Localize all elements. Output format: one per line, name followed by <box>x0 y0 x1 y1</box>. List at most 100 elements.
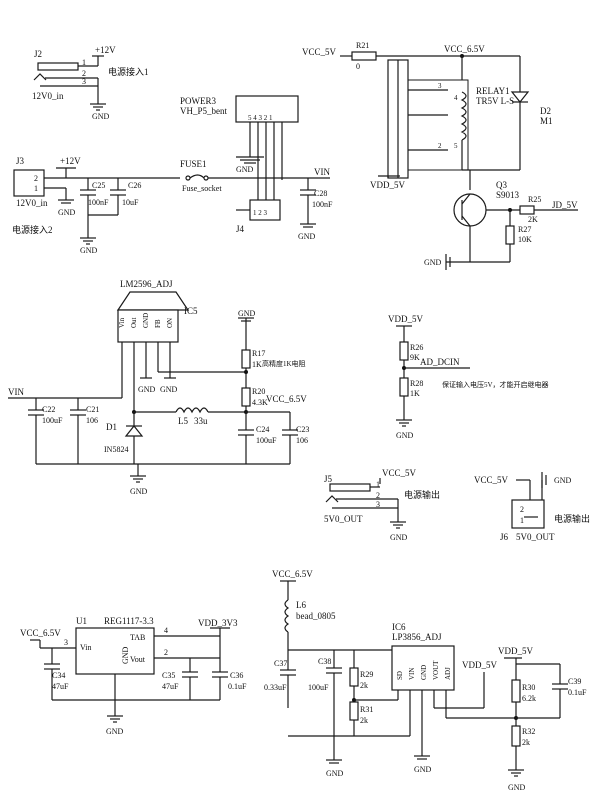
j2-gnd: GND <box>92 112 110 121</box>
r17-note: 高精度1K电阻 <box>262 359 306 368</box>
j2-net-in: 12V0_in <box>32 91 64 101</box>
j4-ref: J4 <box>236 224 245 234</box>
c39-val: 0.1uF <box>568 688 587 697</box>
c24-val: 100uF <box>256 436 277 445</box>
ic6-gnd-mid: GND <box>414 765 432 774</box>
relay-section: VCC_5V R21 0 VCC_6.5V 3 4 2 5 RELAY1 TR5… <box>302 41 578 270</box>
u1-ref: U1 <box>76 616 87 626</box>
j6-vcc: VCC_5V <box>474 475 509 485</box>
l5-ref: L5 <box>178 416 188 426</box>
ic5-pin-gnd: GND <box>142 313 150 328</box>
relay-pin2: 2 <box>438 142 442 150</box>
power3-pins: 5 4 3 2 1 <box>248 114 273 122</box>
relay-jd: JD_5V <box>552 200 578 210</box>
power3-ref: POWER3 <box>180 96 217 106</box>
relay-gnd: GND <box>424 258 442 267</box>
c21-val: 106 <box>86 416 98 425</box>
u1-pin-vin: Vin <box>80 643 92 652</box>
j3-net-12v: +12V <box>60 156 81 166</box>
j2-ref: J2 <box>34 49 42 59</box>
power3-connector: POWER3 VH_P5_bent 5 4 3 2 1 GND <box>180 95 299 200</box>
c37-ref: C37 <box>274 659 287 668</box>
u1-vcc: VCC_6.5V <box>20 628 61 638</box>
c23-ref: C23 <box>296 425 309 434</box>
r26-val: 9K <box>410 353 420 362</box>
ic6-pin-vout: VOUT <box>432 660 440 680</box>
j6-note: 电源输出 <box>554 513 590 524</box>
fuse-net-vin: VIN <box>314 167 330 177</box>
c28-ref: C28 <box>314 189 327 198</box>
r29-ref: R29 <box>360 670 373 679</box>
ic6-ref: IC6 <box>392 622 406 632</box>
fuse-ref: FUSE1 <box>180 159 207 169</box>
c23-val: 106 <box>296 436 308 445</box>
r27-val: 10K <box>518 235 532 244</box>
j5-pin3: 3 <box>376 500 380 509</box>
u1-vdd33: VDD_3V3 <box>198 618 238 628</box>
u1-pin-vout: Vout <box>130 655 146 664</box>
c24-ref: C24 <box>256 425 269 434</box>
j2-net-12v: +12V <box>95 45 116 55</box>
d2-ref: D2 <box>540 106 551 116</box>
c34-ref: C34 <box>52 671 65 680</box>
r17-val: 1K <box>252 360 262 369</box>
j6-connector: VCC_5V GND 2 1 电源输出 J6 5V0_OUT <box>474 472 590 542</box>
relay-pin3: 3 <box>438 82 442 90</box>
ic6-vdd-out: VDD_5V <box>498 646 533 656</box>
relay-vcc5: VCC_5V <box>302 47 337 57</box>
fuse-part: Fuse_socket <box>182 184 222 193</box>
j6-gnd: GND <box>554 476 572 485</box>
u1-p2: 2 <box>164 648 168 657</box>
r17-gnd: GND <box>238 309 256 318</box>
r31-ref: R31 <box>360 705 373 714</box>
ic5-lm2596: LM2596_ADJ Vin Out GND FB ON IC5 GND GND <box>116 279 246 412</box>
relay-pin5: 5 <box>454 142 458 150</box>
ic6-pin-gnd: GND <box>420 665 428 680</box>
u1-pin-tab: TAB <box>130 633 145 642</box>
d1-ref: D1 <box>106 422 117 432</box>
adc-gnd: GND <box>396 431 414 440</box>
ic6-gnd-right: GND <box>508 783 526 792</box>
ic6-vdd-local: VDD_5V <box>462 660 497 670</box>
j5-ref: J5 <box>324 474 333 484</box>
r32-ref: R32 <box>522 727 535 736</box>
relay-part: TR5V L-S- <box>476 96 517 106</box>
r21-ref: R21 <box>356 41 369 50</box>
relay-ref: RELAY1 <box>476 86 510 96</box>
r29-val: 2k <box>360 681 368 690</box>
j2-pin1: 1 <box>82 58 86 67</box>
r20-ref: R20 <box>252 387 265 396</box>
j3-net-in: 12V0_in <box>16 198 48 208</box>
j5-gnd: GND <box>390 533 408 542</box>
j5-pin1: 1 <box>376 480 380 489</box>
c38-ref: C38 <box>318 657 331 666</box>
c35-val: 47uF <box>162 682 179 691</box>
ic5-part: LM2596_ADJ <box>120 279 173 289</box>
r30-ref: R30 <box>522 683 535 692</box>
c36-ref: C36 <box>230 671 243 680</box>
buck-gnd: GND <box>130 487 148 496</box>
ic6-pin-adj: ADJ <box>444 667 452 680</box>
u1-gnd: GND <box>106 727 124 736</box>
r32-val: 2k <box>522 738 530 747</box>
j6-net: 5V0_OUT <box>516 532 555 542</box>
r25-val: 2K <box>528 215 538 224</box>
j3-pin1: 1 <box>34 184 38 193</box>
buck-power-stage: VIN C22 100uF C21 106 L5 33u D1 IN5824 G… <box>8 309 309 496</box>
r26-ref: R26 <box>410 343 423 352</box>
c36-val: 0.1uF <box>228 682 247 691</box>
adc-divider: VDD_5V R26 9K AD_DCIN R28 1K 保证输入电压5V，才能… <box>388 314 549 440</box>
j5-connector: J5 VCC_5V 1 2 3 电源输出 5V0_OUT GND <box>324 468 440 542</box>
j5-vcc: VCC_5V <box>382 468 417 478</box>
c37-val: 0.33uF <box>264 683 287 692</box>
l6-val: bead_0805 <box>296 611 336 621</box>
j2-note: 电源接入1 <box>108 66 149 77</box>
j6-ref: J6 <box>500 532 509 542</box>
power3-gnd: GND <box>236 165 254 174</box>
r27-ref: R27 <box>518 225 531 234</box>
power3-part: VH_P5_bent <box>180 106 227 116</box>
relay-vcc65: VCC_6.5V <box>444 44 485 54</box>
j3-ref: J3 <box>16 156 25 166</box>
ic6-ldo: VCC_6.5V L6 bead_0805 C37 0.33uF C38 100… <box>264 569 587 792</box>
j2-pin3: 3 <box>82 77 86 86</box>
